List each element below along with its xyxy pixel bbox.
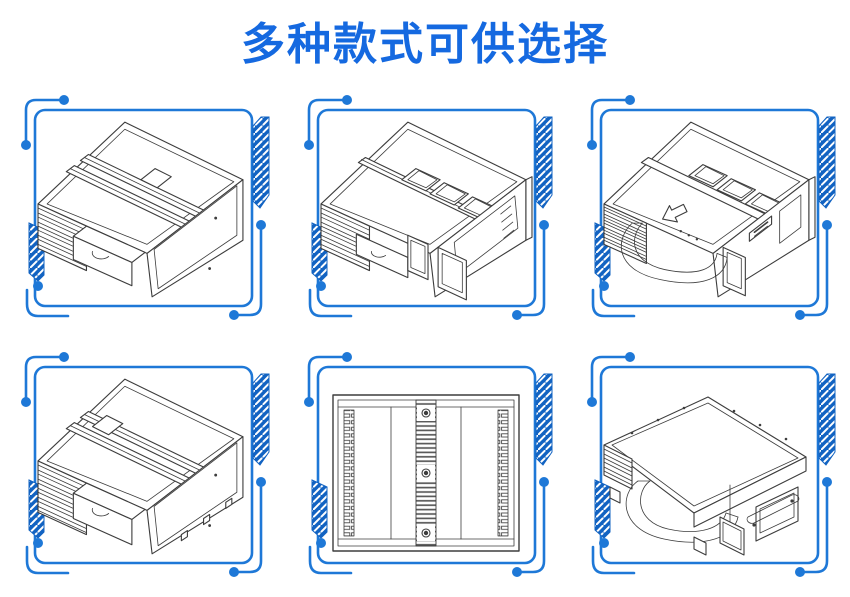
low-profile-tray-with-cable-spool-illustration: [602, 389, 814, 561]
product-card-6: [566, 345, 849, 597]
product-card-3: [566, 88, 849, 340]
louvered-splice-cabinet-with-drawer-illustration: [36, 118, 250, 302]
product-card-5: [283, 345, 566, 597]
product-grid: [0, 88, 850, 597]
product-card-1: [0, 88, 283, 340]
splice-tray-front-view-illustration: [331, 393, 521, 553]
page-title: 多种款式可供选择: [241, 19, 609, 70]
product-card-4: [0, 345, 283, 597]
deep-louvered-cabinet-with-drawer-illustration: [36, 375, 250, 559]
cabinet-with-cable-guide-ring-and-label-illustration: [602, 118, 816, 302]
product-card-2: [283, 88, 566, 340]
open-frame-cabinet-with-window-panels-illustration: [319, 118, 533, 302]
